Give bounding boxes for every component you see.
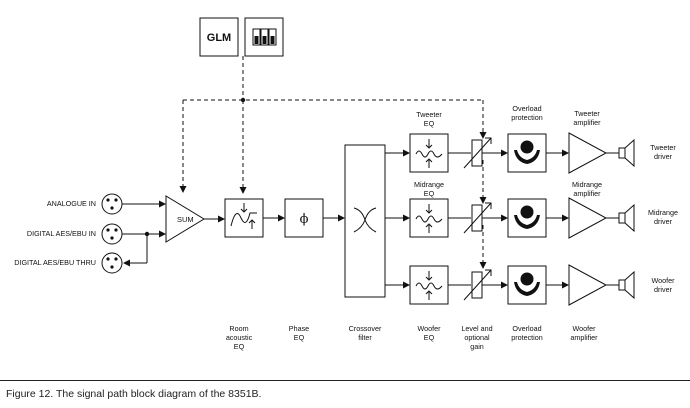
svg-text:Room: Room bbox=[229, 324, 248, 333]
amps-to-drivers bbox=[606, 152, 619, 286]
dip-switch-icon bbox=[244, 17, 284, 57]
svg-text:protection: protection bbox=[511, 113, 543, 122]
svg-text:gain: gain bbox=[470, 342, 484, 351]
crossover-outputs bbox=[385, 149, 410, 289]
svg-text:Overload: Overload bbox=[512, 324, 541, 333]
input-wiring bbox=[122, 200, 166, 267]
tweeter-driver-label: Tweeter driver bbox=[650, 143, 676, 161]
woofer-eq-label: Woofer EQ bbox=[417, 324, 441, 342]
svg-text:EQ: EQ bbox=[424, 189, 435, 198]
analogue-in-label: ANALOGUE IN bbox=[47, 199, 96, 208]
overload-top-label: Overload protection bbox=[511, 104, 543, 122]
svg-text:Midrange: Midrange bbox=[572, 180, 602, 189]
overload-bottom-label: Overload protection bbox=[511, 324, 543, 342]
svg-text:EQ: EQ bbox=[234, 342, 245, 351]
svg-text:driver: driver bbox=[654, 152, 673, 161]
crossover-label: Crossover filter bbox=[349, 324, 382, 342]
svg-text:filter: filter bbox=[358, 333, 372, 342]
speaker-driver-icons bbox=[618, 138, 635, 300]
midrange-eq-block bbox=[409, 198, 449, 238]
level-gain-controls bbox=[463, 137, 492, 301]
svg-text:amplifier: amplifier bbox=[570, 333, 598, 342]
room-eq-block bbox=[224, 198, 264, 238]
digital-thru-label: DIGITAL AES/EBU THRU bbox=[14, 258, 96, 267]
level-gain-label: Level and optional gain bbox=[461, 324, 492, 351]
eq-to-level bbox=[448, 152, 471, 286]
svg-text:EQ: EQ bbox=[424, 333, 435, 342]
control-junction bbox=[240, 97, 246, 103]
crossover-block bbox=[344, 144, 386, 298]
svg-text:Overload: Overload bbox=[512, 104, 541, 113]
svg-text:driver: driver bbox=[654, 217, 673, 226]
sum-label: SUM bbox=[177, 215, 194, 224]
svg-text:EQ: EQ bbox=[424, 119, 435, 128]
woofer-driver-label: Woofer driver bbox=[651, 276, 675, 294]
svg-text:Midrange: Midrange bbox=[648, 208, 678, 217]
thru-junction bbox=[144, 231, 150, 237]
control-bus bbox=[179, 56, 487, 269]
svg-text:protection: protection bbox=[511, 333, 543, 342]
midrange-driver-label: Midrange driver bbox=[648, 208, 678, 226]
midrange-eq-label: Midrange EQ bbox=[414, 180, 444, 198]
digital-in-label: DIGITAL AES/EBU IN bbox=[27, 229, 96, 238]
woofer-amp-label: Woofer amplifier bbox=[570, 324, 598, 342]
glm-box: GLM bbox=[199, 17, 239, 57]
phase-eq-block: ϕ bbox=[284, 198, 324, 238]
woofer-eq-block bbox=[409, 265, 449, 305]
svg-text:Tweeter: Tweeter bbox=[574, 109, 600, 118]
svg-text:Midrange: Midrange bbox=[414, 180, 444, 189]
glm-label: GLM bbox=[207, 32, 231, 44]
svg-text:Phase: Phase bbox=[289, 324, 309, 333]
tweeter-eq-label: Tweeter EQ bbox=[416, 110, 442, 128]
phase-eq-label: Phase EQ bbox=[289, 324, 309, 342]
svg-text:driver: driver bbox=[654, 285, 673, 294]
svg-text:Tweeter: Tweeter bbox=[650, 143, 676, 152]
svg-text:Crossover: Crossover bbox=[349, 324, 382, 333]
svg-text:amplifier: amplifier bbox=[573, 118, 601, 127]
midrange-amp-label: Midrange amplifier bbox=[572, 180, 602, 198]
svg-text:Woofer: Woofer bbox=[417, 324, 441, 333]
sum-block: SUM bbox=[165, 195, 205, 243]
svg-text:optional: optional bbox=[464, 333, 490, 342]
caption-divider bbox=[0, 380, 690, 381]
svg-text:Level and: Level and bbox=[461, 324, 492, 333]
room-eq-label: Room acoustic EQ bbox=[226, 324, 253, 351]
overload-protection-icons bbox=[507, 133, 547, 305]
svg-text:Woofer: Woofer bbox=[651, 276, 675, 285]
svg-text:amplifier: amplifier bbox=[573, 189, 601, 198]
xlr-connector-icons bbox=[101, 193, 123, 274]
phase-symbol: ϕ bbox=[300, 212, 309, 227]
overload-to-amps bbox=[546, 149, 569, 289]
figure-caption: Figure 12. The signal path block diagram… bbox=[6, 388, 262, 400]
tweeter-eq-block bbox=[409, 133, 449, 173]
tweeter-amp-label: Tweeter amplifier bbox=[573, 109, 601, 127]
svg-text:EQ: EQ bbox=[294, 333, 305, 342]
svg-text:Tweeter: Tweeter bbox=[416, 110, 442, 119]
amplifier-blocks bbox=[568, 132, 608, 306]
svg-text:acoustic: acoustic bbox=[226, 333, 253, 342]
svg-text:Woofer: Woofer bbox=[572, 324, 596, 333]
level-to-overload bbox=[482, 149, 508, 289]
input-labels: ANALOGUE IN DIGITAL AES/EBU IN DIGITAL A… bbox=[14, 199, 96, 267]
